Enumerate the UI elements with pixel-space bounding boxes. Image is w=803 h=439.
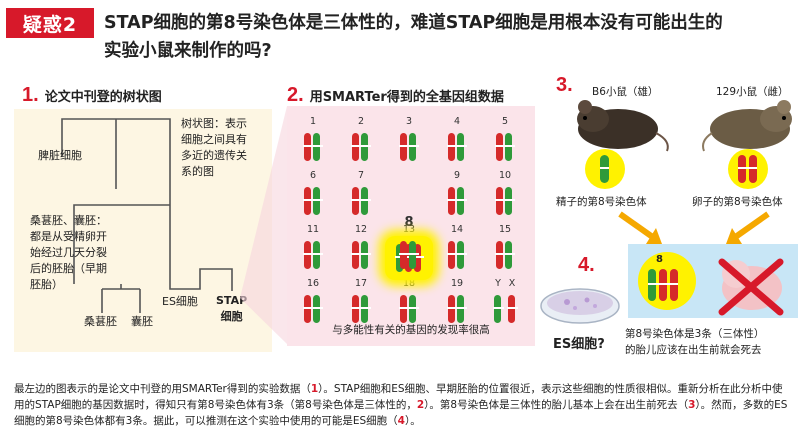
dendrogram-panel — [14, 109, 272, 352]
chromosome-label-12: 12 — [354, 224, 368, 235]
petri-dish-image — [540, 288, 620, 324]
chromosome-label-2: 2 — [357, 116, 365, 127]
chromosome-pair-9 — [447, 187, 467, 215]
b6-mouse-label: B6小鼠（雄） — [592, 86, 659, 98]
chromosome-X — [506, 295, 518, 323]
chromosome-label-9: 9 — [453, 170, 461, 181]
panel2-title: 用SMARTer得到的全基因组数据 — [309, 90, 504, 105]
chromosome-pair-10 — [495, 187, 515, 215]
chromosome-pair-6 — [303, 187, 323, 215]
panel1-heading: 1. 论文中刊登的树状图 — [22, 84, 162, 107]
panel1-number: 1. — [22, 84, 39, 106]
chromosome-label-11: 11 — [306, 224, 320, 235]
merge-arrows — [618, 211, 770, 244]
morula-label: 桑葚胚 — [84, 315, 117, 328]
chromosome-Y — [492, 295, 504, 323]
chromosome-label-8: 8 — [404, 215, 414, 230]
es-cell-label: ES细胞 — [162, 295, 198, 308]
chromosome-label-19: 19 — [450, 278, 464, 289]
chromosome-pair-13 — [399, 241, 419, 269]
arrow-right-down-icon — [618, 211, 656, 241]
chromosome-pair-15 — [495, 241, 515, 269]
stap-cell-label: STAP 细胞 — [216, 294, 248, 323]
dendrogram-note: 树状图：表示 细胞之间具有 多近的遗传关 系的图 — [181, 117, 247, 178]
chromosome-label-3: 3 — [405, 116, 413, 127]
dendrogram-branch — [101, 289, 141, 313]
es-cell-question: ES细胞? — [553, 337, 605, 352]
page-title-line2: 实验小鼠来制作的吗? — [104, 41, 272, 61]
chromosome-label-15: 15 — [498, 224, 512, 235]
trisomy-description: 第8号染色体是3条（三体性） 的胎儿应该在出生前就会死去 — [625, 328, 765, 356]
panel2-heading: 2. 用SMARTer得到的全基因组数据 — [287, 84, 504, 107]
fetus-image — [718, 258, 784, 316]
chromosome-pair-14 — [447, 241, 467, 269]
chromosome-label-18: 18 — [402, 278, 416, 289]
trisomy-chromosome-number: 8 — [656, 254, 663, 265]
chromosome-label-Y: Y — [495, 278, 501, 289]
arrow-left-down-head-icon — [726, 228, 742, 244]
sperm-chromosome-label: 精子的第8号染色体 — [556, 196, 647, 208]
dendrogram-branch — [73, 204, 170, 257]
chromosome-label-5: 5 — [501, 116, 509, 127]
chromosome-pair-18 — [399, 295, 419, 323]
chromosome-pair-12 — [351, 241, 371, 269]
b6-mouse-image — [577, 100, 669, 152]
chromosome-label-17: 17 — [354, 278, 368, 289]
129-mouse-image — [702, 100, 792, 152]
panel2-number: 2. — [287, 84, 304, 106]
chromosome-pair-2 — [351, 133, 371, 161]
blastocyst-label: 囊胚 — [131, 315, 153, 328]
chromosome-pair-17 — [351, 295, 371, 323]
chromosome-label-X: X — [508, 278, 516, 289]
chromosome-pair-11 — [303, 241, 323, 269]
chromosome-label-4: 4 — [453, 116, 461, 127]
morula-description: 桑葚胚、囊胚： 都是从受精卵开 始经过几天分裂 后的胚胎（早期 胚胎） — [30, 214, 107, 291]
129-mouse-label: 129小鼠（雌） — [716, 86, 789, 98]
karyotype-caption: 与多能性有关的基因的发现率很高 — [332, 324, 490, 336]
chromosome-label-16: 16 — [306, 278, 320, 289]
chromosome-label-7: 7 — [357, 170, 365, 181]
trisomy-chromosome-circle — [638, 252, 696, 310]
chromosome-label-14: 14 — [450, 224, 464, 235]
panel4-number: 4. — [578, 254, 595, 276]
chromosome-pair-5 — [495, 133, 515, 161]
spleen-cell-label: 脾脏细胞 — [38, 149, 82, 162]
panel3-number: 3. — [556, 74, 573, 96]
arrow-left-down-icon — [732, 211, 770, 241]
chromosome-label-6: 6 — [309, 170, 317, 181]
chromosome-pair-3 — [399, 133, 419, 161]
sperm-chromosome-circle — [585, 149, 625, 189]
zoom-connector — [240, 106, 287, 344]
chromosome-pair-4 — [447, 133, 467, 161]
egg-chromosome-circle — [728, 149, 768, 189]
cross-mark-icon — [718, 258, 784, 316]
chromosome-label-1: 1 — [309, 116, 317, 127]
question-badge: 疑惑2 — [6, 8, 94, 38]
chromosome-pair-16 — [303, 295, 323, 323]
chromosome-pair-19 — [447, 295, 467, 323]
egg-chromosome-label: 卵子的第8号染色体 — [692, 196, 783, 208]
chromosome-pair-1 — [303, 133, 323, 161]
arrow-right-down-head-icon — [646, 228, 662, 244]
chromosome-label-10: 10 — [498, 170, 512, 181]
dendrogram-branch — [169, 268, 233, 291]
panel1-title: 论文中刊登的树状图 — [44, 90, 162, 105]
chromosome-label-13: 13 — [402, 224, 416, 235]
page-title-line1: STAP细胞的第8号染色体是三体性的，难道STAP细胞是用根本没有可能出生的 — [104, 13, 723, 33]
footer-explanation: 最左边的图表示的是论文中刊登的用SMARTer得到的实验数据（1）。STAP细胞… — [14, 383, 788, 427]
chromosome-pair-7 — [351, 187, 371, 215]
dendrogram — [61, 118, 233, 313]
